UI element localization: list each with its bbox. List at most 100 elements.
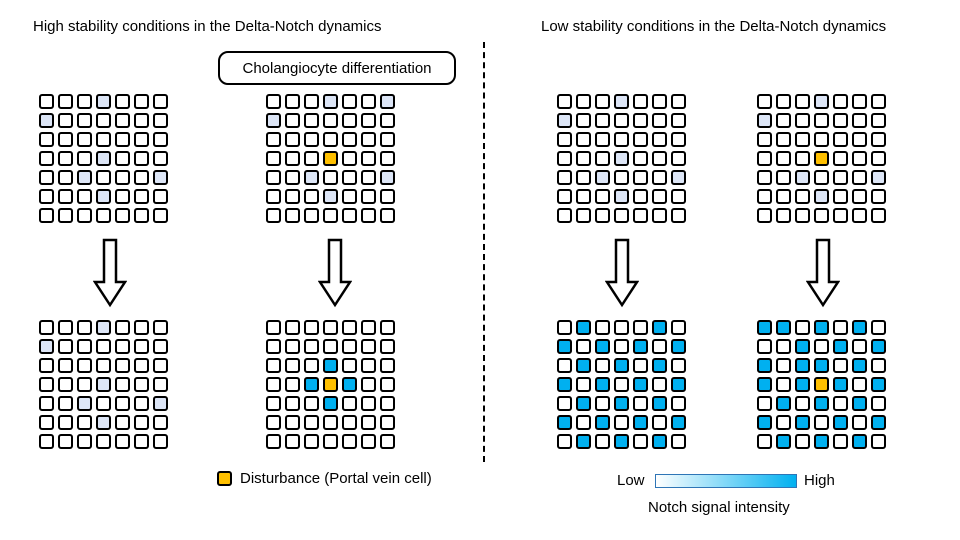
cell-high-notch: [595, 339, 610, 354]
cell: [380, 358, 395, 373]
cell: [814, 208, 829, 223]
cell: [671, 94, 686, 109]
cell: [153, 339, 168, 354]
cell: [795, 189, 810, 204]
cell: [776, 94, 791, 109]
cell-low-notch: [96, 151, 111, 166]
cell: [852, 339, 867, 354]
cell: [361, 358, 376, 373]
cell: [380, 151, 395, 166]
cell: [285, 94, 300, 109]
cell: [557, 434, 572, 449]
cell: [361, 396, 376, 411]
cell: [576, 151, 591, 166]
cell: [342, 415, 357, 430]
cell: [380, 377, 395, 392]
cell-low-notch: [96, 320, 111, 335]
cell: [342, 94, 357, 109]
cell-low-notch: [595, 170, 610, 185]
cell: [285, 377, 300, 392]
cell: [304, 434, 319, 449]
cell-high-notch: [833, 377, 848, 392]
cell-low-notch: [614, 151, 629, 166]
cell: [304, 113, 319, 128]
cell: [757, 339, 772, 354]
cell: [576, 189, 591, 204]
cell: [633, 208, 648, 223]
cell: [342, 358, 357, 373]
cell: [323, 320, 338, 335]
cell: [776, 208, 791, 223]
cell-high-notch: [633, 377, 648, 392]
cell: [115, 132, 130, 147]
cell-low-notch: [153, 170, 168, 185]
cell-high-notch: [795, 358, 810, 373]
cell: [614, 415, 629, 430]
cell: [776, 151, 791, 166]
cell: [652, 94, 667, 109]
cell: [671, 132, 686, 147]
cell-high-notch: [652, 320, 667, 335]
cell: [342, 170, 357, 185]
cell: [153, 113, 168, 128]
cell-high-notch: [633, 415, 648, 430]
cell: [58, 94, 73, 109]
cell-disturbance: [323, 151, 338, 166]
cell: [833, 151, 848, 166]
cell: [833, 434, 848, 449]
cell: [614, 170, 629, 185]
cell: [852, 132, 867, 147]
cell: [304, 151, 319, 166]
cell-high-notch: [852, 396, 867, 411]
cell: [77, 132, 92, 147]
cell: [153, 320, 168, 335]
cell: [39, 320, 54, 335]
cell-high-notch: [342, 377, 357, 392]
cell: [58, 377, 73, 392]
cell-high-notch: [595, 377, 610, 392]
cell: [776, 415, 791, 430]
cell: [58, 151, 73, 166]
cell-low-notch: [795, 170, 810, 185]
cell: [633, 113, 648, 128]
cell: [595, 396, 610, 411]
cell-low-notch: [757, 113, 772, 128]
cell: [614, 208, 629, 223]
cell: [557, 132, 572, 147]
cell-high-notch: [614, 358, 629, 373]
cell: [77, 415, 92, 430]
cell: [266, 132, 281, 147]
cell: [115, 208, 130, 223]
cell-high-notch: [757, 415, 772, 430]
cell: [39, 132, 54, 147]
cell: [757, 151, 772, 166]
cell: [96, 434, 111, 449]
cell: [77, 377, 92, 392]
cell: [557, 320, 572, 335]
cell: [852, 189, 867, 204]
grid-high-stability-disturbed-initial: [266, 94, 395, 223]
cell-low-notch: [557, 113, 572, 128]
cell: [671, 113, 686, 128]
cell: [757, 94, 772, 109]
cell-high-notch: [814, 396, 829, 411]
cell: [671, 151, 686, 166]
cell: [595, 151, 610, 166]
cell: [134, 377, 149, 392]
cell: [595, 434, 610, 449]
cell: [304, 339, 319, 354]
cell: [833, 94, 848, 109]
cell-high-notch: [833, 415, 848, 430]
cell-disturbance: [323, 377, 338, 392]
cell: [776, 132, 791, 147]
cell: [795, 208, 810, 223]
cell: [380, 320, 395, 335]
cell: [795, 320, 810, 335]
cell: [285, 189, 300, 204]
cell: [795, 434, 810, 449]
cell-high-notch: [576, 434, 591, 449]
cell: [96, 170, 111, 185]
cell: [757, 170, 772, 185]
cell: [871, 396, 886, 411]
cell-high-notch: [576, 358, 591, 373]
